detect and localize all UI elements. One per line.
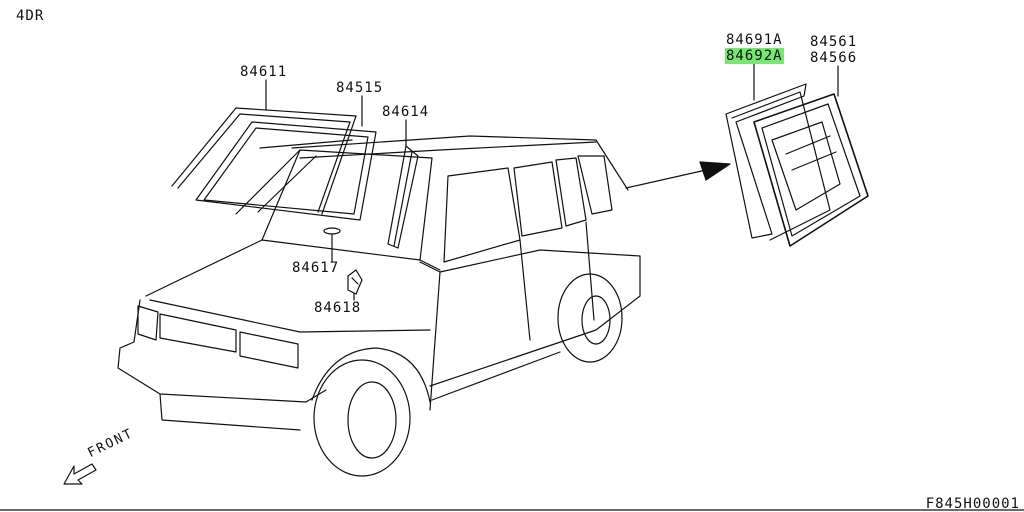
clip-part [347, 269, 363, 295]
part-label-84691a[interactable]: 84691A [726, 32, 783, 48]
variant-label: 4DR [16, 8, 45, 24]
part-label-84515[interactable]: 84515 [336, 80, 384, 96]
part-label-84617[interactable]: 84617 [292, 260, 340, 276]
part-label-84692a-highlighted[interactable]: 84692A [725, 48, 784, 64]
quarter-glass-assembly [725, 83, 869, 247]
leader-lines [265, 61, 839, 301]
part-label-84561[interactable]: 84561 [810, 34, 858, 50]
windshield-molding-outer [171, 107, 357, 215]
part-label-84611[interactable]: 84611 [240, 64, 288, 80]
part-label-84618[interactable]: 84618 [314, 300, 362, 316]
windshield-glass [195, 121, 377, 221]
windshield-side-molding [387, 145, 419, 249]
washer-nozzle-part [323, 227, 341, 235]
detail-arrow [625, 161, 731, 189]
vehicle-body [117, 135, 641, 477]
part-label-84614[interactable]: 84614 [382, 104, 430, 120]
part-label-84566[interactable]: 84566 [810, 50, 858, 66]
front-direction-arrow [63, 463, 97, 485]
figure-id: F845H00001 [925, 496, 1020, 512]
